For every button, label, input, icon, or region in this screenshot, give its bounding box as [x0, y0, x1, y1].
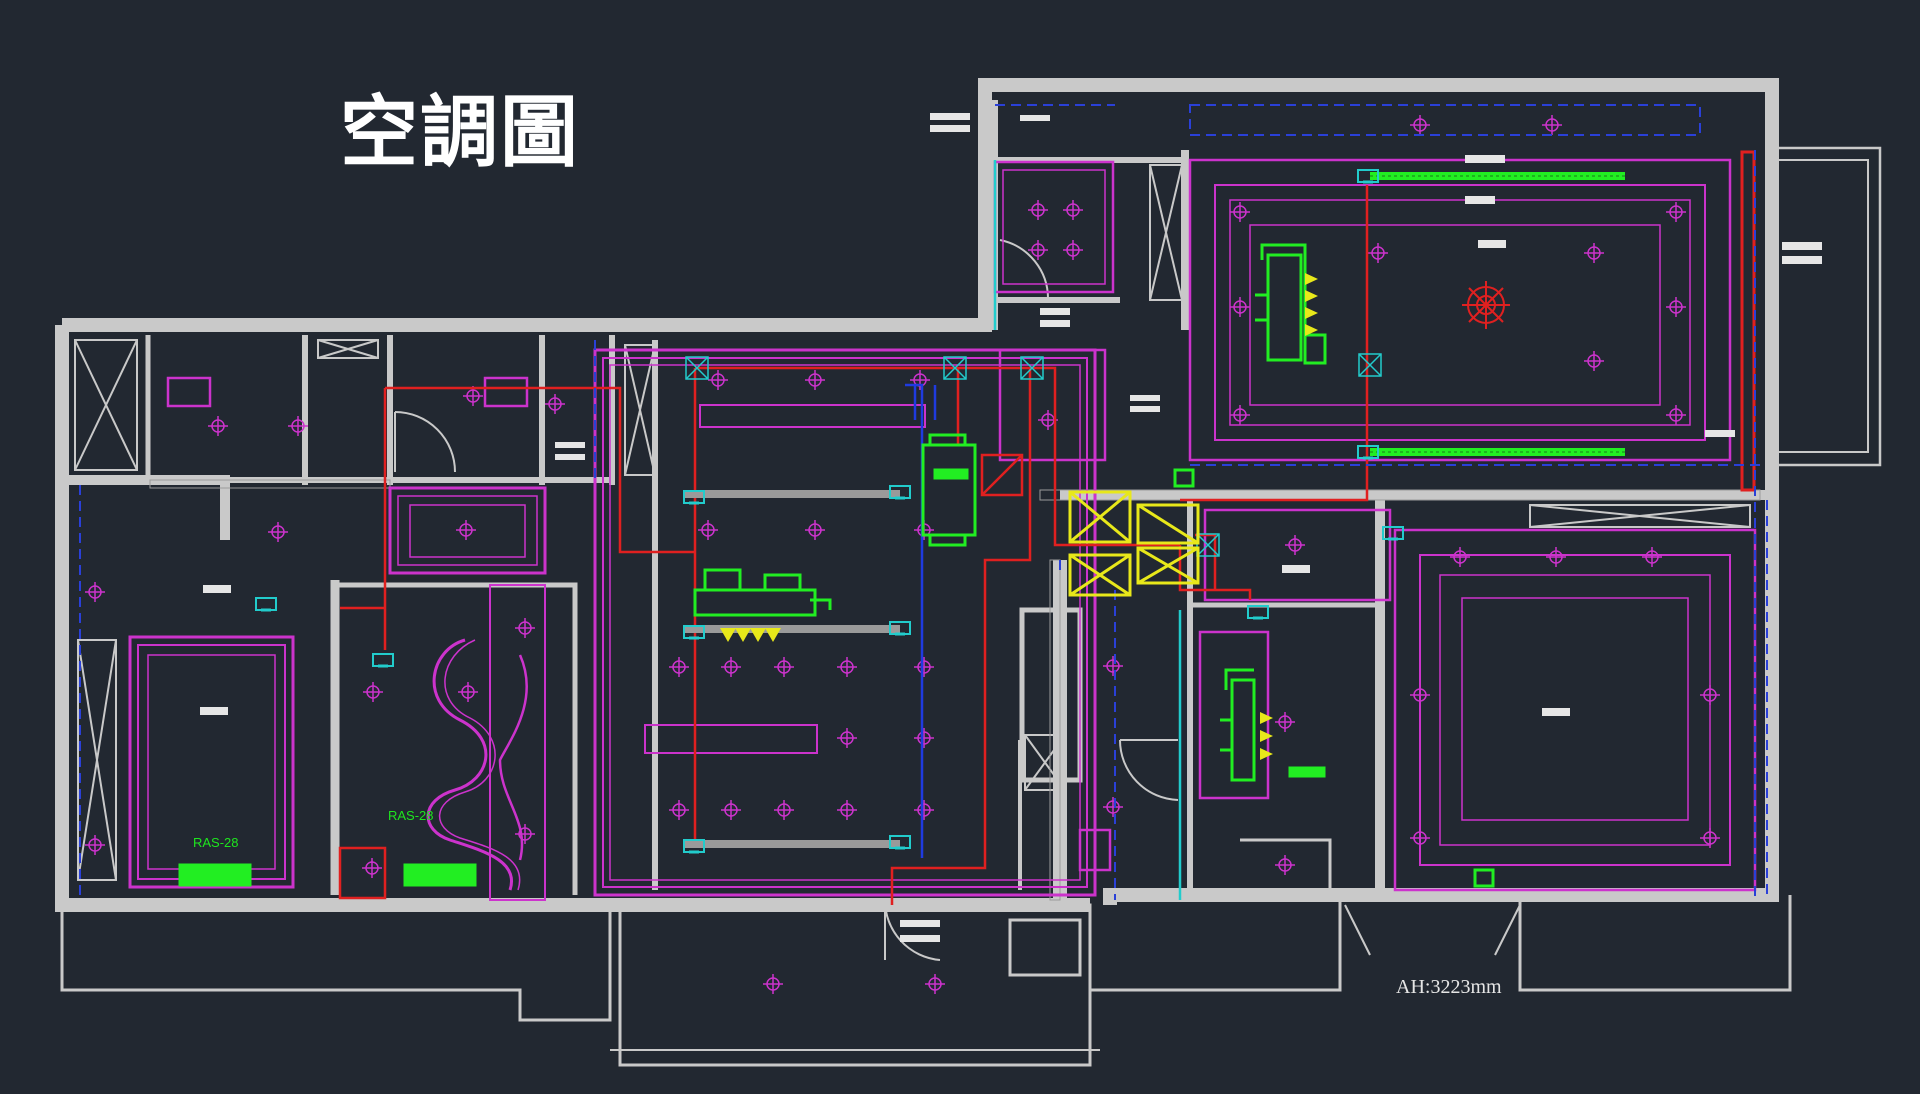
cyan-pipes — [993, 160, 1182, 900]
supply-grilles — [720, 273, 1318, 760]
hatched-walls — [149, 479, 1761, 901]
diagram-title: 空調圖 — [340, 88, 581, 178]
linear-diffusers — [685, 172, 1625, 848]
unit-label-right: RAS-28 — [388, 808, 434, 823]
unit-label-left: RAS-28 — [193, 835, 239, 850]
ducts — [338, 185, 1369, 905]
ceiling-outlines — [128, 158, 1757, 901]
annotation-blocks — [200, 113, 1822, 942]
chandelier — [1462, 281, 1510, 329]
pipes-dashed — [79, 104, 1768, 900]
ac-units — [178, 243, 1495, 888]
ceiling-height-label: AH:3223mm — [1396, 976, 1502, 998]
return-grilles — [1068, 490, 1200, 597]
pipes — [905, 383, 937, 858]
ducts-bold — [1740, 150, 1756, 492]
shafts — [74, 164, 1751, 881]
